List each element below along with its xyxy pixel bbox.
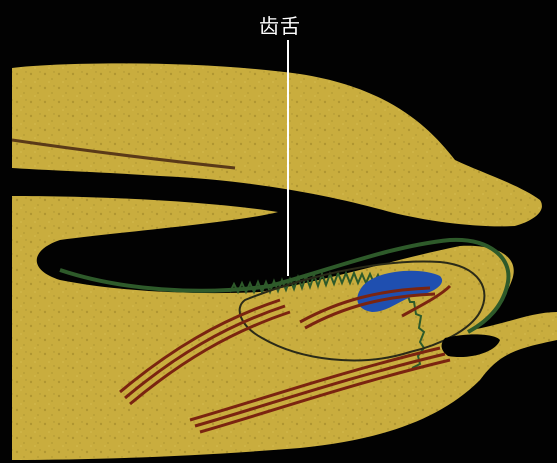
radula-label: 齿舌 [259, 10, 319, 39]
